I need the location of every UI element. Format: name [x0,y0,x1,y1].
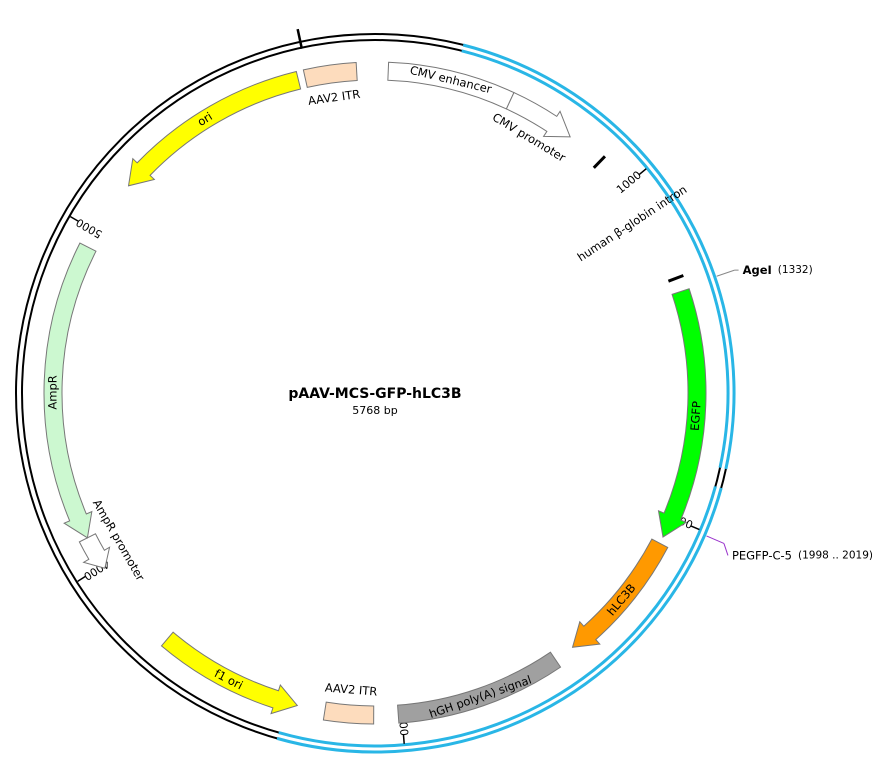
feature-shape-aav2-itr-2 [322,701,375,725]
feature-shape-aav2-itr-1 [302,62,358,89]
highlight-arcs [276,43,736,754]
feature-label-aav2-itr-2: AAV2 ITR [324,680,378,698]
feature-shape-f1-ori [160,631,299,715]
feature-label-ampr: AmpR [45,375,59,409]
feature-cmv-enhancer: CMV enhancer [387,61,515,110]
feature-aav2-itr-1: AAV2 ITR [302,62,361,108]
site-label-1: AgeI(1332) [743,263,813,277]
tick-2000 [690,525,700,531]
tick-4000 [77,575,86,582]
feature-label-aav2-itr-1: AAV2 ITR [307,87,361,108]
feature-label-cmv-enhancer: CMV enhancer [409,63,494,96]
site-leader-1 [716,269,735,277]
tick-1000 [638,168,647,176]
site-label-2: PEGFP-C-5(1998 .. 2019) [732,548,872,562]
feature-shape-cmv-promoter [505,91,571,138]
origin-mark [296,28,304,49]
feature-hlc3b: hLC3B [571,538,669,648]
feature-label-hgh-polya: hGH poly(A) signal [427,673,533,721]
feature-shape-egfp [657,288,707,538]
feature-shape-ampr-promoter [78,533,111,569]
tick-label-5000: 5000 [74,215,105,240]
site-annotations: AgeI(1332) PEGFP-C-5(1998 .. 2019) [706,263,872,562]
feature-shape-ori [127,70,302,187]
plasmid-name: pAAV-MCS-GFP-hLC3B [288,386,461,402]
feature-egfp: EGFP [657,288,707,538]
feature-shape-hlc3b [571,538,669,648]
highlight-arc-2-1 [276,487,723,754]
intron-bound-1 [592,155,607,169]
intron-label: human β-globin intron [575,182,690,264]
feature-f1-ori: f1 ori [160,631,299,715]
highlight-arc-1-1 [462,43,736,470]
highlight-arc-1-2 [461,49,730,469]
tick-3000 [402,734,405,744]
feature-aav2-itr-2: AAV2 ITR [322,680,378,725]
feature-ori: ori [127,70,302,187]
plasmid-length: 5768 bp [352,404,397,417]
highlight-arc-2-2 [278,485,717,748]
tick-5000 [69,215,79,222]
feature-label-ori: ori [195,109,215,129]
site-leader-2 [706,535,725,544]
site-connector-2 [723,543,729,556]
site-agei: AgeI(1332) [716,263,813,277]
tick-label-1000: 1000 [614,168,644,196]
feature-label-egfp: EGFP [688,401,704,432]
intron-bound-2 [667,274,684,283]
feature-ampr: AmpR [43,242,97,539]
feature-shape-hgh-polya [397,651,562,724]
feature-shape-ampr [43,242,97,539]
site-pegfp-c-5: PEGFP-C-5(1998 .. 2019) [706,535,872,562]
title-block: pAAV-MCS-GFP-hLC3B 5768 bp [288,386,461,417]
